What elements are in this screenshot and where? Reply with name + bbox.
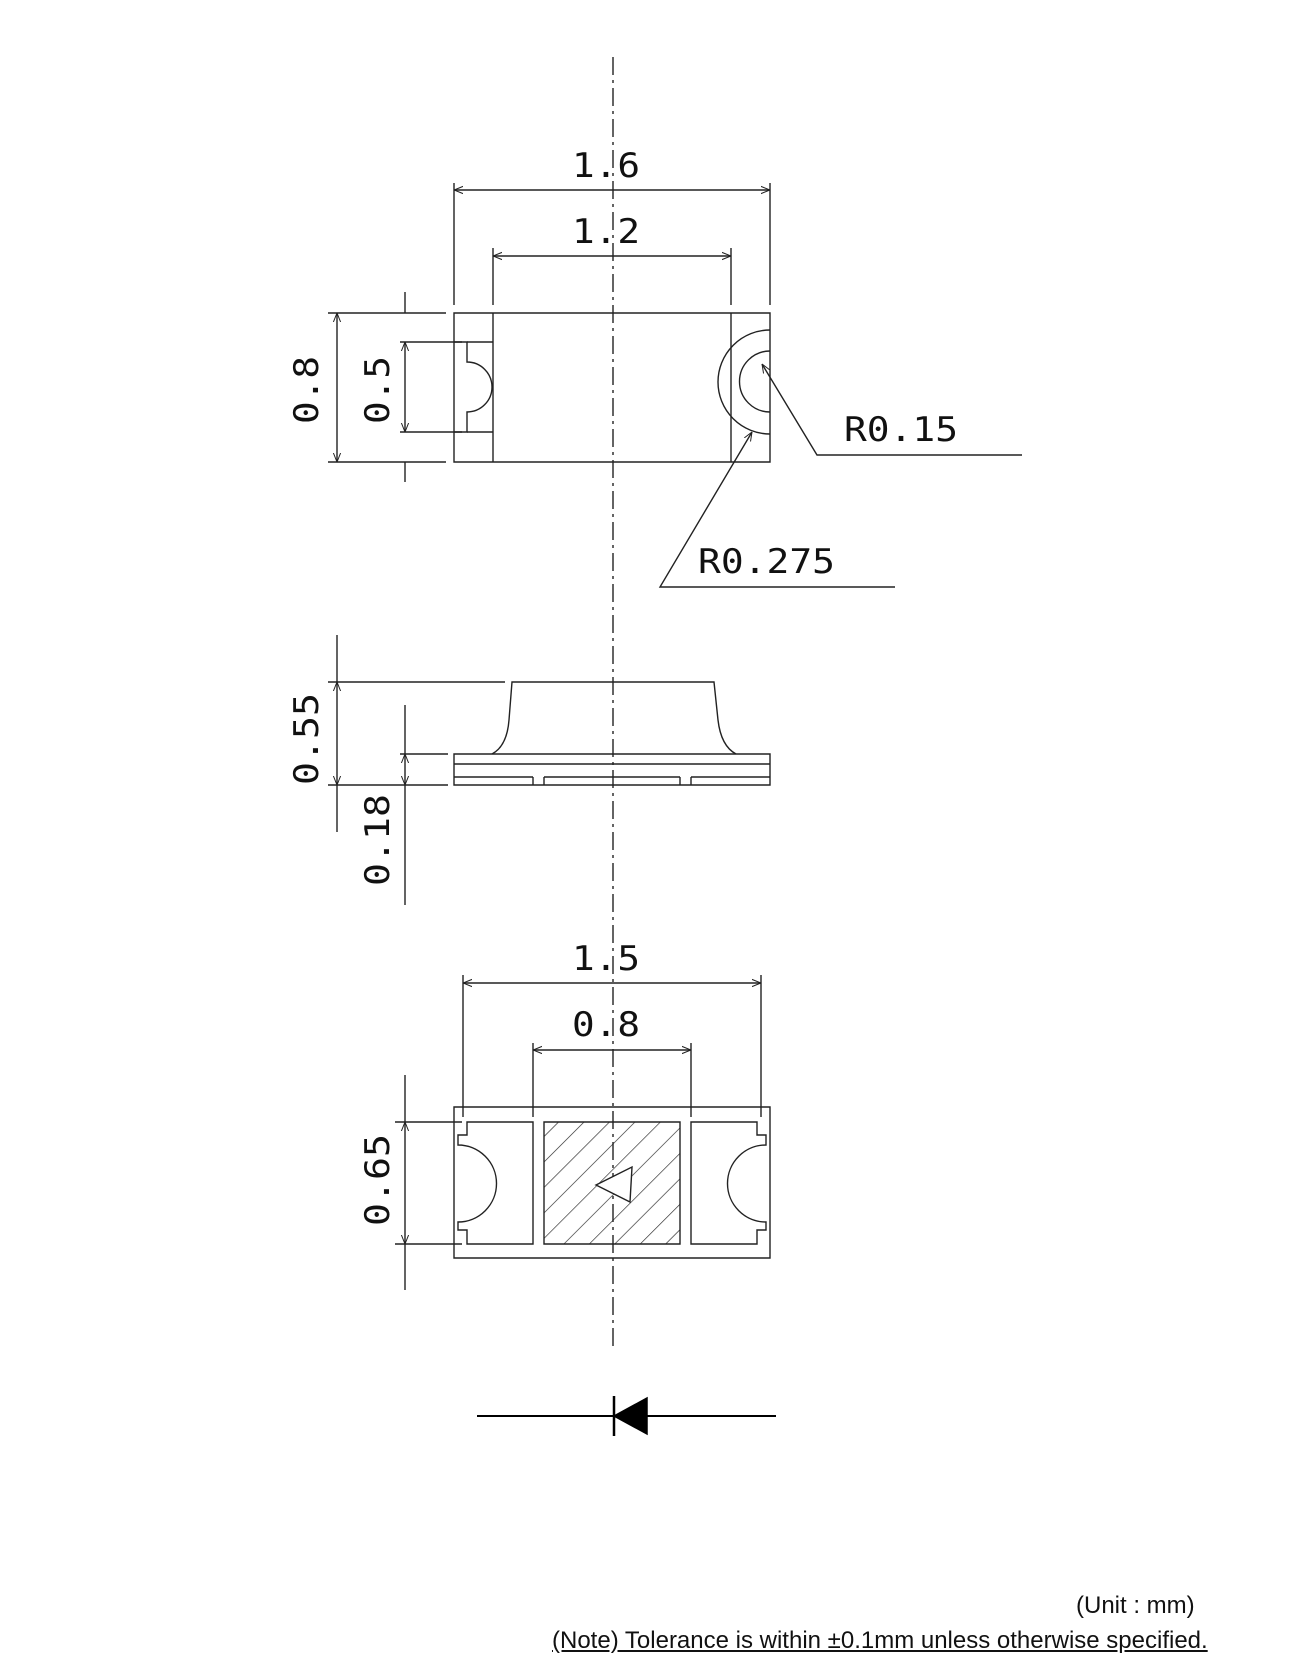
- tolerance-note: (Note) Tolerance is within ±0.1mm unless…: [552, 1627, 1208, 1654]
- dim-label-1-5: 1.5: [572, 939, 640, 979]
- dim-label-0-65: 0.65: [358, 1134, 398, 1226]
- leader-r0275: [660, 432, 895, 587]
- dim-label-r0275: R0.275: [698, 542, 835, 582]
- dim-label-0-8b: 0.8: [572, 1005, 640, 1045]
- top-view: [328, 183, 1022, 587]
- side-view: [328, 635, 770, 905]
- dim-label-1-6: 1.6: [572, 146, 640, 186]
- leader-r015: [762, 364, 1022, 455]
- dim-label-0-18: 0.18: [358, 794, 398, 886]
- bottom-view: [395, 975, 770, 1290]
- dim-label-0-5: 0.5: [358, 356, 398, 424]
- cathode-mark-icon: [596, 1167, 632, 1202]
- dim-label-0-8: 0.8: [287, 356, 327, 424]
- dim-label-r015: R0.15: [844, 410, 958, 450]
- diode-symbol-icon: [477, 1396, 776, 1436]
- dim-label-1-2: 1.2: [572, 212, 640, 252]
- dim-label-0-55: 0.55: [287, 693, 327, 785]
- unit-note: (Unit : mm): [1076, 1592, 1195, 1619]
